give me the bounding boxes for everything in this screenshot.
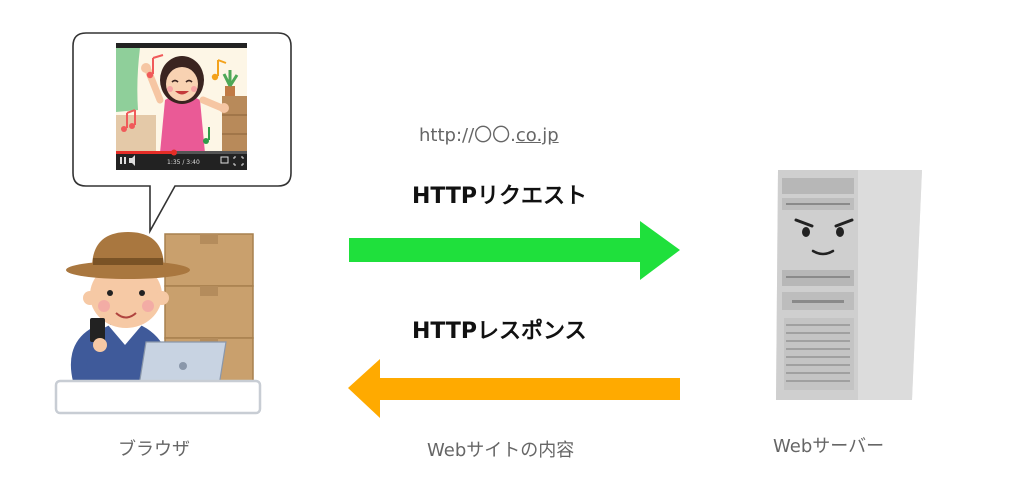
progress-track[interactable] [116,151,247,154]
music-note-icon [121,109,136,132]
player-control-bar[interactable] [116,153,247,170]
http-response-label: HTTPレスポンス [412,319,587,344]
http-request-arrow [349,221,680,280]
video-time-readout: 1:35 / 3:40 [167,159,200,166]
music-note-icon [203,127,210,144]
dancing-girl-illustration [141,56,229,153]
music-note-icon [146,54,164,79]
url-label: http://〇〇.co.jp [419,121,559,147]
pause-icon[interactable] [120,157,126,164]
volume-icon[interactable] [129,155,135,166]
http-request-label: HTTPリクエスト [412,184,588,209]
progress-handle[interactable] [171,149,177,156]
miniplayer-icon[interactable] [220,156,229,164]
music-note-icon [211,59,227,81]
web-server-illustration [776,170,922,400]
url-prefix: http://〇〇. [419,125,516,146]
http-response-arrow [348,359,680,418]
video-player [116,43,247,170]
browser-user-illustration [54,232,262,415]
progress-fill [116,151,174,154]
fullscreen-icon[interactable] [233,156,244,166]
browser-label: ブラウザ [118,439,190,460]
web-content-label: Webサイトの内容 [427,440,575,461]
url-domain: co.jp [515,125,559,146]
web-server-label: Webサーバー [773,436,885,457]
